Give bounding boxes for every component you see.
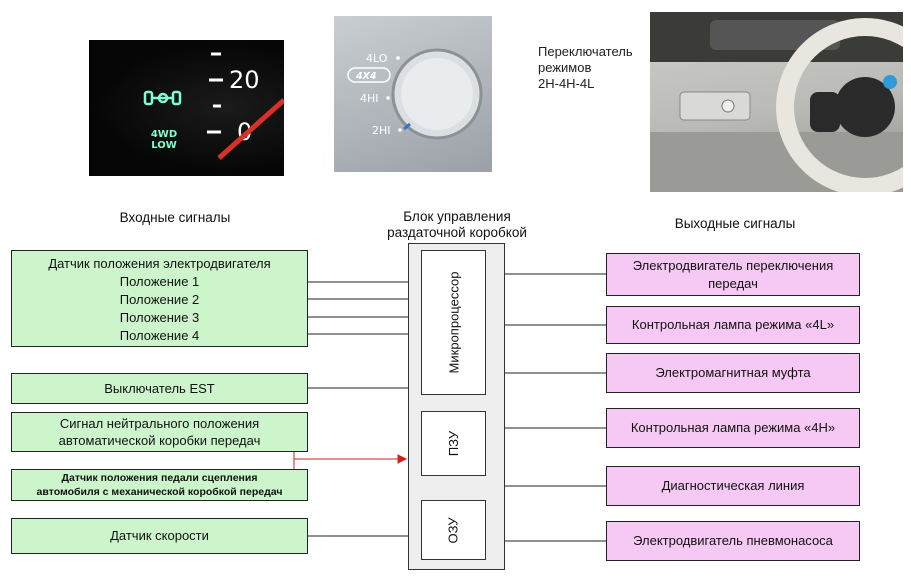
motor-position-1: Положение 1 (119, 274, 200, 289)
4wd-indicator-icon (143, 90, 182, 106)
neutral-signal-line-1: Сигнал нейтрального положения (59, 416, 260, 431)
mode-switch-icon (721, 99, 735, 113)
outputs-header: Выходные сигналы (674, 216, 796, 231)
dashboard-illustration: 4WD LOW 20 0 (143, 52, 284, 160)
knob-pointer (403, 122, 411, 131)
knob-label-2hi: 2HI (372, 124, 391, 137)
speed-needle (217, 98, 284, 160)
speed-label-20: 20 (229, 66, 260, 94)
arrow-right-icon (397, 454, 408, 464)
dashboard-photo: 4WD LOW 20 0 (89, 40, 284, 176)
control-unit-header-line-2: раздаточной коробкой (387, 225, 527, 240)
indicator-low-line: LOW (151, 140, 177, 151)
interior-illustration (650, 12, 903, 192)
ram-block: ОЗУ (421, 500, 486, 560)
neutral-signal-box: Сигнал нейтрального положения автоматиче… (11, 412, 308, 452)
mode-knob-photo: 4LO 4X4 4HI 2HI (334, 16, 492, 172)
output-electromagnetic-clutch: Электромагнитная муфта (606, 353, 860, 393)
clutch-sensor-line-1: Датчик положения педали сцепления (61, 472, 258, 484)
motor-position-4: Положение 4 (119, 328, 200, 343)
indicator-4wd-line: 4WD (151, 129, 177, 140)
caption-line-2: режимов (538, 60, 592, 75)
speed-sensor-box: Датчик скорости (11, 518, 308, 554)
rom-block: ПЗУ (421, 411, 486, 476)
control-unit-header-line-1: Блок управления (403, 209, 511, 224)
motor-position-2: Положение 2 (119, 292, 200, 307)
caption-line-1: Переключатель (538, 44, 633, 59)
knob-label-4hi: 4HI (360, 92, 379, 105)
interior-photo (650, 12, 903, 192)
output-lamp-4h: Контрольная лампа режима «4H» (606, 408, 860, 448)
motor-position-sensor-box: Датчик положения электродвигателя Положе… (11, 250, 308, 347)
motor-sensor-title: Датчик положения электродвигателя (48, 256, 271, 271)
output-lamp-4l: Контрольная лампа режима «4L» (606, 306, 860, 344)
output-shift-motor: Электродвигатель переключения передач (606, 253, 860, 296)
knob-label-4x4: 4X4 (355, 71, 377, 82)
ram-label: ОЗУ (445, 516, 461, 544)
est-switch-box: Выключатель EST (11, 373, 308, 404)
mode-switch-caption: Переключатель режимов 2H-4H-4L (538, 44, 668, 92)
output-pneumatic-pump-motor: Электродвигатель пневмонасоса (606, 521, 860, 561)
clutch-pedal-sensor-box: Датчик положения педали сцепления автомо… (11, 469, 308, 501)
neutral-signal-line-2: автоматической коробки передач (58, 433, 261, 448)
motor-position-3: Положение 3 (119, 310, 200, 325)
rom-label: ПЗУ (446, 430, 461, 457)
inputs-header: Входные сигналы (119, 210, 231, 225)
microprocessor-label: Микропроцессор (446, 271, 461, 374)
microprocessor-block: Микропроцессор (421, 250, 486, 395)
caption-line-3: 2H-4H-4L (538, 76, 595, 91)
steering-wheel (776, 18, 903, 192)
clutch-sensor-line-2: автомобиля с механической коробкой перед… (36, 486, 283, 498)
output-diagnostic-line: Диагностическая линия (606, 466, 860, 506)
knob-label-4lo: 4LO (366, 52, 388, 65)
mode-knob-illustration: 4LO 4X4 4HI 2HI (347, 48, 483, 140)
control-unit-header: Блок управления раздаточной коробкой (362, 209, 552, 241)
